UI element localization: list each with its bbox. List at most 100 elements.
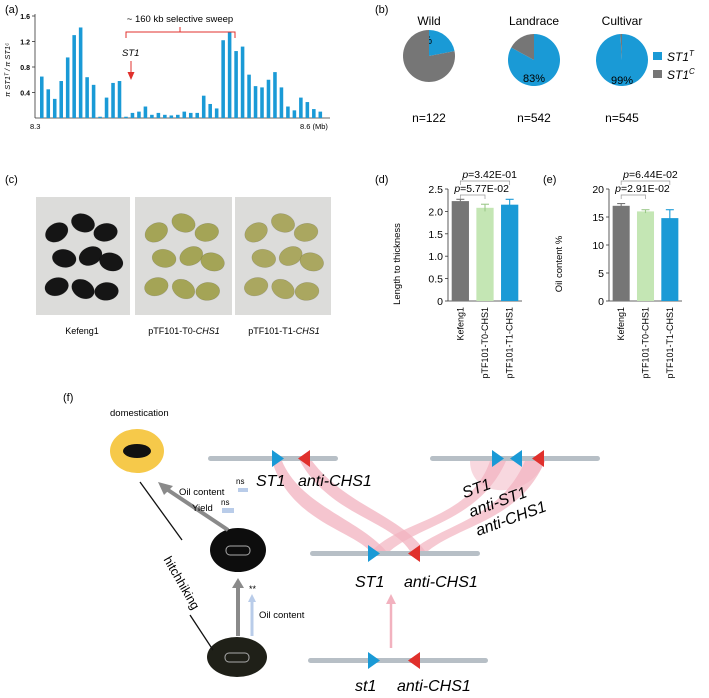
label-st1-middle: ST1 xyxy=(355,574,384,591)
pie-slice xyxy=(620,34,622,60)
panel-a-label: (a) xyxy=(5,4,18,16)
seed-wild-hilum xyxy=(224,652,250,663)
label-antichs1-bottom: anti-CHS1 xyxy=(397,678,471,695)
panel-a-ytick-label: 1.2 xyxy=(20,40,30,47)
panel-e-ytick-label: 0 xyxy=(598,296,604,308)
pie-slice xyxy=(595,34,648,86)
panel-a-ytick-label: 0.8 xyxy=(20,65,30,72)
seed-in-photo xyxy=(200,252,225,272)
pie-slice-label: 99% xyxy=(611,75,633,87)
trait-yield-bar xyxy=(222,508,234,513)
panel-e-bracket-outer xyxy=(620,180,671,185)
sweep-label: ~ 160 kb selective sweep xyxy=(127,14,233,25)
panel-d-bar xyxy=(501,204,519,301)
panel-a-bars xyxy=(40,27,323,119)
panel-e-xtick-label: pTF101-T0-CHS1 xyxy=(641,307,651,379)
seed-in-photo xyxy=(45,222,69,243)
panel-a-bar xyxy=(124,116,128,118)
panel-a-bar xyxy=(163,114,167,118)
panel-e-p-outer: p=6.44E-02 xyxy=(622,169,678,181)
panel-d-ytick-label: 0.5 xyxy=(428,274,443,286)
panel-a-bar xyxy=(143,106,148,118)
panel-a-bar xyxy=(98,116,102,118)
seed-in-photo xyxy=(271,278,295,300)
trait-yield-ns: ns xyxy=(221,498,229,507)
panel-a: (a) π ST1ᵀ / π ST1ᶜ 0.40.81.21.6 8.3 8.6… xyxy=(3,4,330,131)
panel-a-bar xyxy=(273,72,277,118)
panel-b-label: (b) xyxy=(375,4,388,16)
sweep-bracket xyxy=(125,27,236,38)
seed-in-photo xyxy=(94,282,119,301)
st1-arrow-head xyxy=(127,72,135,80)
seed-in-photo xyxy=(44,277,69,297)
seed-wild xyxy=(207,637,267,677)
arrow-wild-to-black-head xyxy=(232,578,244,588)
legend-swatch-st1c xyxy=(653,70,662,78)
panel-d-p-inner: p=5.77E-02 xyxy=(453,183,509,195)
panel-d-ytick-label: 0 xyxy=(437,296,443,308)
photo-label-t0: pTF101-T0-CHS1 xyxy=(148,326,220,336)
panel-a-xend: 8.6 (Mb) xyxy=(300,122,328,131)
panel-a-bar xyxy=(156,112,161,118)
panel-a-bar xyxy=(240,46,245,118)
panel-a-bar xyxy=(312,109,316,118)
pie-title: Wild xyxy=(417,14,440,28)
panel-d: (d) Length to thickness 00.51.01.52.02.5… xyxy=(375,169,522,379)
panel-a-bar xyxy=(91,84,96,118)
pie-slice xyxy=(511,34,534,60)
panel-a-bar xyxy=(208,103,212,118)
photo-label-kefeng1: Kefeng1 xyxy=(65,326,99,336)
panel-a-bar xyxy=(150,114,154,118)
domestication-label: domestication xyxy=(110,408,169,419)
panel-f-label: (f) xyxy=(63,392,73,404)
panel-a-bar xyxy=(117,81,122,118)
panel-a-bar xyxy=(214,108,219,118)
pie-slice xyxy=(403,30,455,82)
seed-photos xyxy=(36,197,331,315)
panel-a-bar xyxy=(318,111,323,118)
label-antichs1-middle: anti-CHS1 xyxy=(404,574,478,591)
panel-e-ylabel: Oil content % xyxy=(554,235,565,292)
marker-antist1-top-right xyxy=(510,450,522,467)
panel-d-ylabel: Length to thickness xyxy=(392,223,403,305)
panel-a-bar xyxy=(40,76,44,118)
marker-antichs1-top-right xyxy=(532,450,544,467)
seed-in-photo xyxy=(195,282,221,301)
panel-a-bar xyxy=(130,112,135,118)
panel-a-bar xyxy=(176,114,180,118)
panel-a-bar xyxy=(266,79,271,118)
panel-d-bracket-outer xyxy=(459,180,511,185)
trait-oil-ns: ns xyxy=(236,477,244,486)
photo-label-t1: pTF101-T1-CHS1 xyxy=(248,326,320,336)
panel-a-yticks: 0.40.81.21.6 xyxy=(20,14,35,98)
seed-in-photo xyxy=(78,246,103,266)
panel-a-bar xyxy=(46,89,51,118)
trait-stars: ** xyxy=(249,584,257,594)
panel-d-ytick-label: 1.5 xyxy=(428,229,443,241)
panel-e-xtick-label: Kefeng1 xyxy=(616,307,626,341)
seed-in-photo xyxy=(51,248,77,268)
st1-gene-label: ST1 xyxy=(122,48,139,59)
panel-d-ytick-label: 2.0 xyxy=(428,206,443,218)
panel-a-bar xyxy=(201,95,206,118)
panel-b: (b) Wild22%n=122Landrace83%n=542Cultivar… xyxy=(375,4,695,125)
pie-slice xyxy=(429,30,455,56)
track-bottom xyxy=(308,658,488,663)
seed-in-photo xyxy=(99,252,124,272)
panel-d-xtick-label: pTF101-T1-CHS1 xyxy=(505,307,515,379)
trait-oil-bar xyxy=(238,488,248,492)
panel-e-bar xyxy=(612,205,630,301)
panel-e-label: (e) xyxy=(543,174,556,186)
panel-b-pies: Wild22%n=122Landrace83%n=542Cultivar99%n… xyxy=(403,14,648,125)
seed-in-photo xyxy=(278,246,303,266)
panel-e-ytick-label: 15 xyxy=(592,212,604,224)
panel-a-bar xyxy=(188,112,193,118)
panel-a-bar xyxy=(299,97,303,118)
panel-c: (c) Kefeng1 pTF101-T0-CHS1 pTF101-T1-CHS… xyxy=(5,174,331,336)
seed-in-photo xyxy=(293,222,319,242)
pie-slice xyxy=(508,34,561,87)
panel-a-bar xyxy=(260,87,264,118)
panel-a-bar xyxy=(279,87,284,118)
pie-n: n=542 xyxy=(517,111,551,125)
